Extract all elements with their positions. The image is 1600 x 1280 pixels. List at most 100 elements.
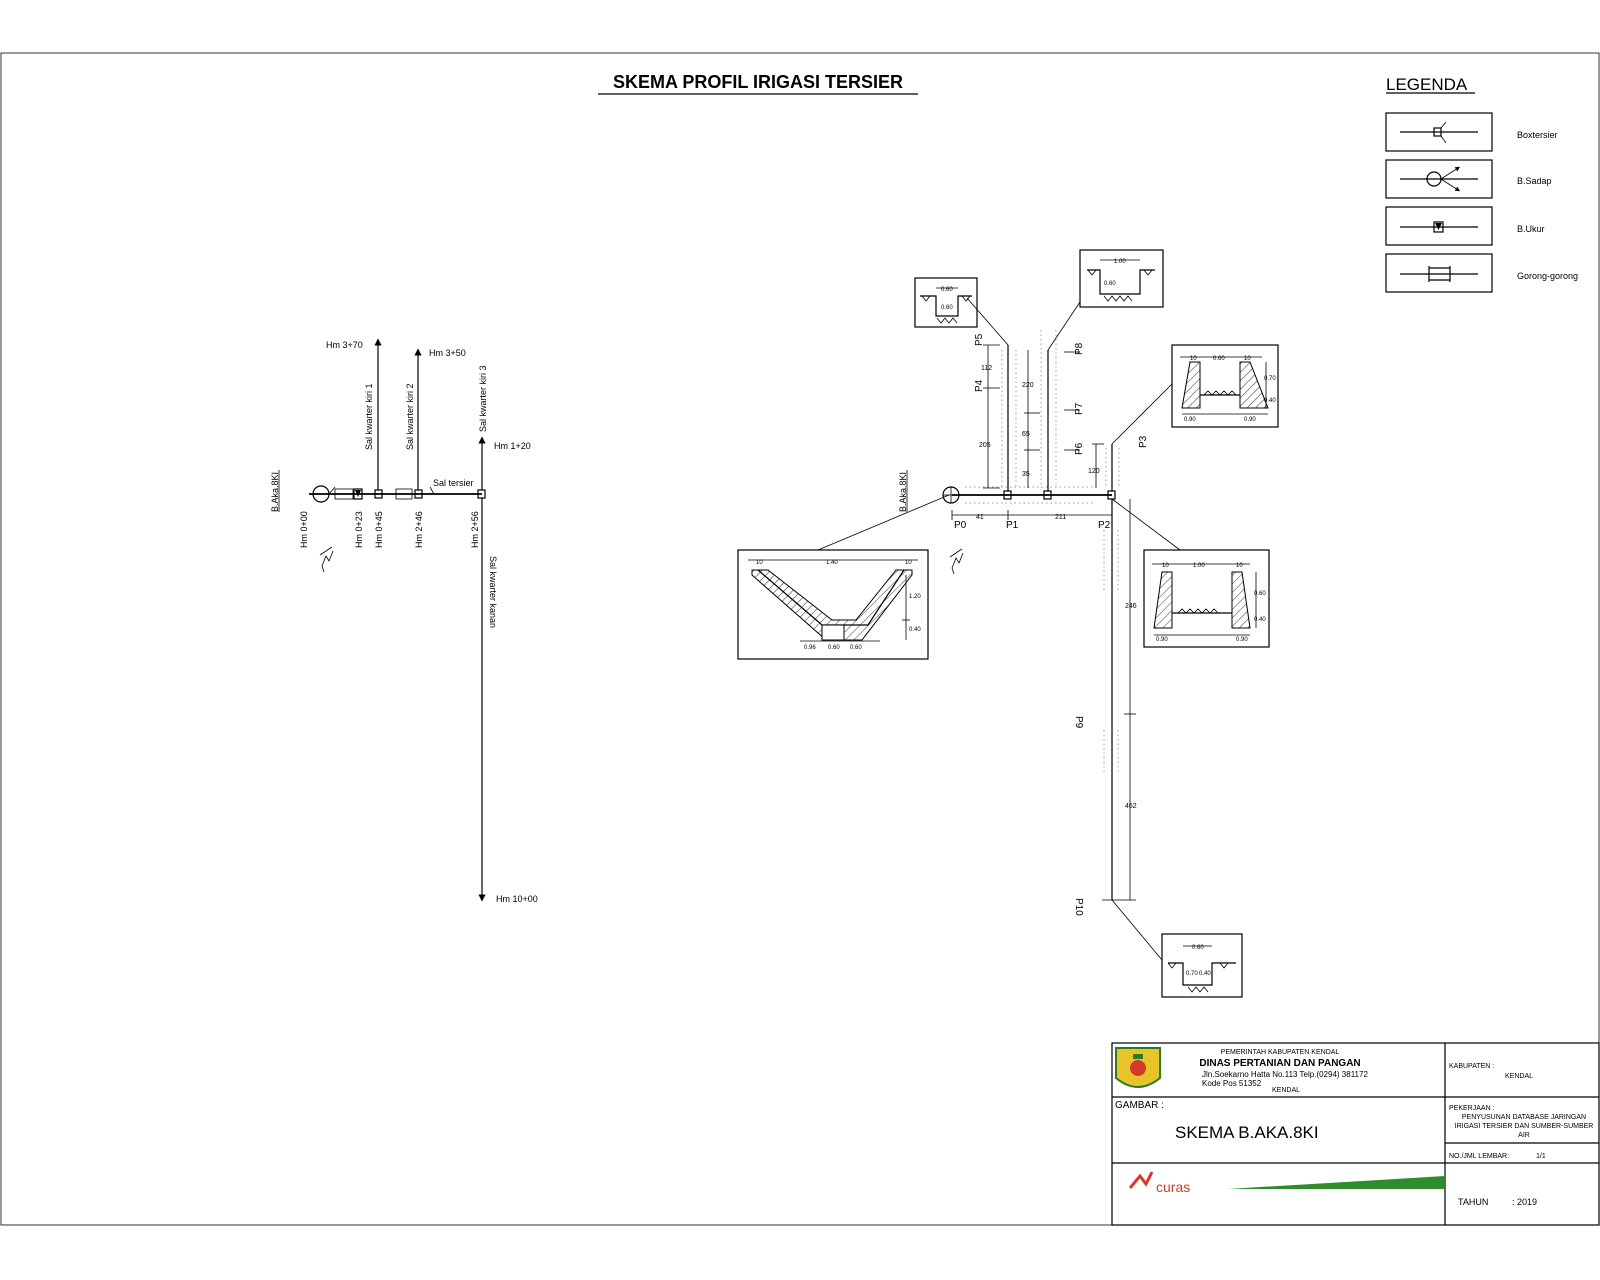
legend-box-1 xyxy=(1385,112,1493,152)
dimension-label: 0.60 xyxy=(1104,281,1116,287)
point-label: P1 xyxy=(1006,520,1019,531)
dimension-label: 0.40 xyxy=(1199,971,1211,977)
bangunan-ukur-icon xyxy=(1400,221,1478,233)
kabupaten-label: KABUPATEN : xyxy=(1449,1063,1494,1070)
point-label: P8 xyxy=(1074,342,1085,355)
station-label: Hm 0+00 xyxy=(299,511,309,548)
dimension-label: 0.60 xyxy=(828,645,840,651)
point-label: P3 xyxy=(1138,435,1149,448)
length-label: 462 xyxy=(1125,803,1137,810)
legend-label-4: Gorong-gorong xyxy=(1517,271,1578,281)
dimension-label: 0.40 xyxy=(1254,617,1266,623)
agency-line-1: PEMERINTAH KABUPATEN KENDAL xyxy=(1221,1049,1340,1056)
dimension-label: 0.60 xyxy=(1213,356,1225,362)
cross-section-p3: 10 0.60 10 0.70 0.40 0.90 0.90 xyxy=(1171,344,1279,428)
cross-section-main: 10 1.40 10 1.20 0.40 0.96 0.60 0.60 xyxy=(737,549,929,660)
agency-city: KENDAL xyxy=(1272,1087,1300,1094)
pekerjaan-label: PEKERJAAN : xyxy=(1449,1105,1495,1112)
dimension-label: 10 xyxy=(1162,563,1169,569)
agency-postal: Kode Pos 51352 xyxy=(1202,1079,1262,1088)
gambar-label: GAMBAR : xyxy=(1115,1100,1164,1111)
cross-section-p2: 10 1.00 10 0.60 0.40 0.90 0.90 xyxy=(1143,549,1270,648)
length-label: 120 xyxy=(1088,468,1100,475)
dimension-label: 0.60 xyxy=(1192,945,1204,951)
length-label: 35 xyxy=(1022,471,1030,478)
legend-heading: LEGENDA xyxy=(1386,75,1468,94)
dimension-label: 10 xyxy=(756,560,763,566)
dimension-label: 0.90 xyxy=(1244,417,1256,423)
dimension-label: 10 xyxy=(1244,356,1251,362)
channel-label: Sal kwarter kiri 3 xyxy=(478,365,488,432)
length-label: 246 xyxy=(1125,603,1137,610)
dimension-label: 0.60 xyxy=(941,287,953,293)
legend-box-2 xyxy=(1385,159,1493,199)
kendal-crest-logo xyxy=(1115,1047,1161,1088)
pekerjaan-line-2: IRIGASI TERSIER DAN SUMBER-SUMBER xyxy=(1455,1123,1594,1130)
length-label: 205 xyxy=(979,442,991,449)
gorong-gorong-icon xyxy=(1400,266,1478,282)
legend-box-3 xyxy=(1385,206,1493,246)
dimension-label: 0.60 xyxy=(850,645,862,651)
bangunan-sadap-icon xyxy=(942,486,960,504)
point-label: P10 xyxy=(1073,898,1084,916)
dimension-label: 0.70 xyxy=(1264,376,1276,382)
water-source-icon xyxy=(949,548,964,575)
intake-label: B.Aka.8KI xyxy=(270,472,280,512)
dimension-label: 0.90 xyxy=(1236,637,1248,643)
drawing-name: SKEMA B.AKA.8KI xyxy=(1175,1123,1319,1142)
consultant-name: curas xyxy=(1156,1179,1190,1195)
title-block: PEMERINTAH KABUPATEN KENDAL DINAS PERTAN… xyxy=(1111,1042,1600,1226)
length-label: 41 xyxy=(976,514,984,521)
station-label: Hm 0+23 xyxy=(354,511,364,548)
kabupaten-value: KENDAL xyxy=(1505,1073,1533,1080)
dimension-label: 10 xyxy=(1190,356,1197,362)
legend-label-2: B.Sadap xyxy=(1517,176,1552,186)
length-label: 211 xyxy=(1055,514,1066,521)
water-source-icon xyxy=(319,546,334,573)
dimension-label: 0.40 xyxy=(1264,398,1276,404)
dimension-label: 0.90 xyxy=(1184,417,1196,423)
length-label: 65 xyxy=(1022,431,1030,438)
point-label: P0 xyxy=(954,520,967,531)
point-label: P9 xyxy=(1073,716,1084,729)
bangunan-sadap-icon xyxy=(312,485,336,503)
accent-band xyxy=(1228,1176,1445,1189)
dimension-label: 1.00 xyxy=(1114,259,1126,265)
profile-network: P0 P1 P2 P3 P4 P5 P6 P7 P8 P9 P10 41 211… xyxy=(817,297,1181,961)
channel-label: Sal kwarter kiri 1 xyxy=(364,383,374,450)
end-label: Hm 3+50 xyxy=(429,348,466,358)
gorong-gorong-icon xyxy=(395,488,413,500)
dimension-label: 10 xyxy=(905,560,912,566)
tahun-value: : 2019 xyxy=(1512,1197,1537,1207)
point-label: P5 xyxy=(974,333,985,346)
intake-label: B.Aka.8KI xyxy=(898,472,908,512)
dimension-label: 1.40 xyxy=(826,560,838,566)
cross-section-p5: 0.60 0.60 xyxy=(914,277,978,328)
consultant-logo: curas xyxy=(1128,1171,1190,1195)
tahun-label: TAHUN xyxy=(1458,1197,1488,1207)
network-schematic: B.Aka.8KI Hm 0+00 Hm 0+23 Hm 0+45 Hm 2+4… xyxy=(270,338,538,904)
point-label: P2 xyxy=(1098,520,1111,531)
agency-line-2: DINAS PERTANIAN DAN PANGAN xyxy=(1199,1058,1360,1069)
channel-label: Sal kwarter kiri 2 xyxy=(405,383,415,450)
sheet-border xyxy=(0,52,1600,1226)
dimension-label: 0.60 xyxy=(941,305,953,311)
bangunan-ukur-icon xyxy=(353,488,363,500)
gorong-gorong-icon xyxy=(334,488,354,500)
bangunan-sadap-icon xyxy=(1400,166,1478,192)
point-label: P7 xyxy=(1074,402,1085,415)
page-title: SKEMA PROFIL IRIGASI TERSIER xyxy=(613,72,903,92)
legend-box-4 xyxy=(1385,253,1493,293)
dimension-label: 0.90 xyxy=(1156,637,1168,643)
dimension-label: 0.70 xyxy=(1186,971,1198,977)
dimension-label: 1.20 xyxy=(909,594,921,600)
station-label: Hm 0+45 xyxy=(374,511,384,548)
point-label: P6 xyxy=(1074,442,1085,455)
pekerjaan-line-1: PENYUSUNAN DATABASE JARINGAN xyxy=(1462,1114,1586,1121)
box-tersier-icon xyxy=(1400,121,1478,144)
pekerjaan-line-3: AIR xyxy=(1518,1132,1530,1139)
point-label: P4 xyxy=(974,379,985,392)
legend: LEGENDA Boxtersier B.Sadap B.Ukur xyxy=(1385,75,1578,293)
sheet-label: NO./JML LEMBAR: xyxy=(1449,1153,1509,1160)
